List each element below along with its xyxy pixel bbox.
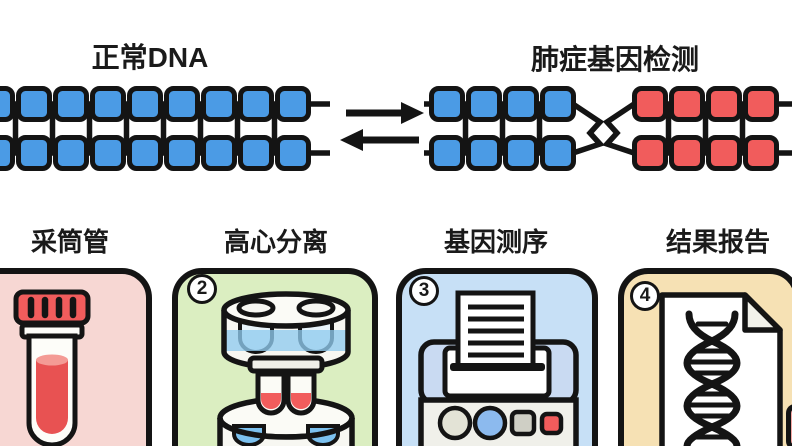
printout-paper: [455, 290, 536, 369]
step-number-badge-4: 4: [630, 281, 660, 311]
left-dna-title: 正常DNA: [91, 42, 209, 73]
step-number-badge-2: 2: [187, 274, 217, 304]
mutation-break-icon: [571, 101, 636, 156]
equilibrium-arrows-icon: [340, 102, 424, 151]
step-number-badge-3: 3: [409, 276, 439, 306]
centrifuge-icon: [217, 291, 355, 446]
mutant-dna-mutated-segment: [632, 86, 792, 171]
dna-helix-glyph: [683, 310, 741, 446]
step-label-centrifuge: 高心分离: [223, 227, 328, 257]
blood-collection-tube-icon: [13, 289, 91, 446]
step-label-report: 结果报告: [665, 227, 770, 257]
normal-dna-ladder: [0, 86, 330, 171]
step-label-sequencing: 基因测序: [443, 227, 548, 257]
gene-sequencer-printer-icon: [418, 290, 579, 446]
mutant-dna-normal-segment: [424, 86, 576, 171]
step-label-collection-tube: 采筒管: [30, 227, 109, 257]
right-dna-title: 肺症基因检测: [530, 44, 699, 75]
dna-report-document-icon: [659, 292, 783, 446]
dna-comparison-graphic: [0, 86, 792, 171]
